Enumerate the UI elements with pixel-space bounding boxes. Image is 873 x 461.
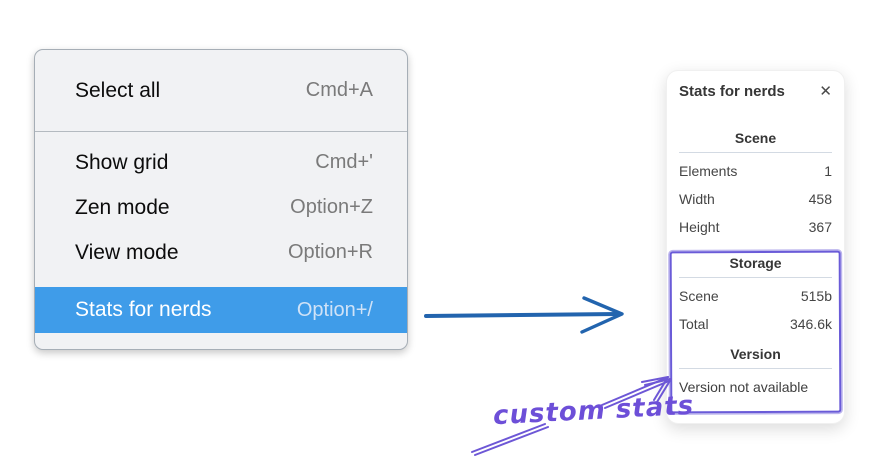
section-divider: [679, 368, 832, 369]
close-icon[interactable]: ✕: [819, 83, 832, 100]
menu-item-shortcut: Option+Z: [290, 196, 373, 218]
stat-label: Total: [679, 316, 709, 332]
annotation-arrow-icon: [471, 376, 672, 456]
section-header-version: Version: [730, 346, 781, 362]
menu-item-select-all[interactable]: Select all Cmd+A: [35, 50, 407, 131]
section-header-storage: Storage: [729, 255, 782, 271]
menu-item-stats-for-nerds[interactable]: Stats for nerds Option+/: [35, 287, 407, 333]
stats-panel-title: Stats for nerds: [679, 83, 785, 100]
stat-row-elements: Elements 1: [679, 157, 832, 185]
menu-divider: [35, 131, 407, 132]
stat-label: Width: [679, 191, 715, 207]
section-divider: [679, 277, 832, 278]
menu-item-label: Stats for nerds: [75, 298, 212, 321]
stat-row-scene-storage: Scene 515b: [679, 282, 832, 310]
stat-label: Scene: [679, 288, 719, 304]
menu-item-label: View mode: [75, 240, 179, 264]
menu-item-shortcut: Cmd+': [315, 151, 373, 173]
stat-row-height: Height 367: [679, 213, 832, 241]
stat-value: 346.6k: [789, 316, 832, 332]
menu-item-label: Zen mode: [75, 195, 170, 219]
section-divider: [679, 152, 832, 153]
flow-arrow-icon: [424, 296, 624, 334]
version-note: Version not available: [679, 379, 809, 395]
menu-item-label: Select all: [75, 78, 161, 102]
stat-row-width: Width 458: [679, 185, 832, 213]
context-menu: Select all Cmd+A Show grid Cmd+' Zen mod…: [34, 49, 408, 350]
stat-label: Elements: [679, 163, 738, 179]
stat-value: 367: [808, 219, 832, 235]
stat-value: 458: [808, 191, 832, 207]
menu-item-view-mode[interactable]: View mode Option+R: [35, 230, 407, 275]
stat-row-total-storage: Total 346.6k: [679, 310, 832, 338]
stat-value: 515b: [800, 288, 832, 304]
menu-item-show-grid[interactable]: Show grid Cmd+': [35, 140, 407, 185]
section-header-scene: Scene: [734, 130, 777, 146]
menu-item-shortcut: Option+/: [296, 298, 373, 321]
stat-label: Height: [679, 219, 720, 235]
stats-panel: Stats for nerds ✕ Scene Elements 1 Width…: [666, 70, 845, 424]
menu-item-shortcut: Option+R: [287, 241, 373, 263]
stat-value: 1: [824, 163, 832, 179]
menu-item-label: Show grid: [75, 150, 169, 174]
menu-item-shortcut: Cmd+A: [305, 79, 373, 101]
menu-item-zen-mode[interactable]: Zen mode Option+Z: [35, 185, 407, 230]
menu-spacer: [35, 275, 407, 287]
